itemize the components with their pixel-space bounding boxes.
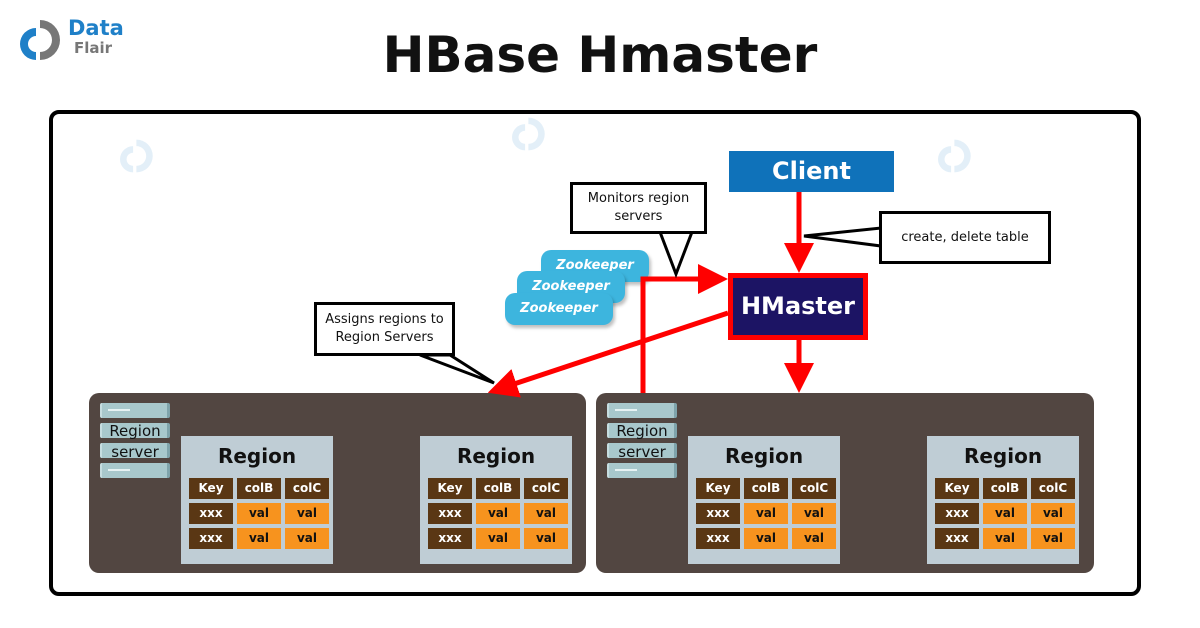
watermark-icon <box>938 139 971 173</box>
table-header-cell: Key <box>935 478 979 499</box>
table-header-cell: Key <box>696 478 740 499</box>
table-value-cell: val <box>792 528 836 549</box>
table-value-cell: val <box>792 503 836 524</box>
watermark-icon <box>512 117 545 151</box>
table-header-cell: Key <box>428 478 472 499</box>
server-rack-icon <box>100 403 170 478</box>
table-value-cell: val <box>285 528 329 549</box>
table-value-cell: val <box>744 503 788 524</box>
table-value-cell: val <box>237 503 281 524</box>
table-value-cell: val <box>1031 528 1075 549</box>
dataflair-logo: Data Flair <box>20 14 130 66</box>
server-rack-icon <box>607 403 677 478</box>
table-value-cell: val <box>983 528 1027 549</box>
table-value-cell: val <box>476 503 520 524</box>
region-box: Region Key colB colC xxx val val xxx val… <box>420 436 572 564</box>
table-value-cell: val <box>524 503 568 524</box>
table-key-cell: xxx <box>935 503 979 524</box>
table-header-cell: colC <box>524 478 568 499</box>
logo-text-flair: Flair <box>74 39 113 57</box>
region-server-2-rack: Region server <box>607 403 677 483</box>
table-key-cell: xxx <box>696 503 740 524</box>
region-server-label-line1: Region <box>109 422 161 440</box>
logo-text-data: Data <box>68 16 124 40</box>
table-key-cell: xxx <box>189 528 233 549</box>
region-server-1-rack: Region server <box>100 403 170 483</box>
table-header-cell: colB <box>476 478 520 499</box>
region-table: Key colB colC xxx val val xxx val val <box>935 478 1079 549</box>
table-header-cell: colC <box>1031 478 1075 499</box>
hmaster-node: HMaster <box>728 273 868 340</box>
table-key-cell: xxx <box>428 503 472 524</box>
callout-assigns-text: Assigns regions to Region Servers <box>325 312 444 345</box>
dataflair-logo-icon <box>20 20 60 60</box>
table-key-cell: xxx <box>428 528 472 549</box>
watermark-logo <box>512 112 548 160</box>
table-header-cell: colB <box>744 478 788 499</box>
callout-monitors-text: Monitors region servers <box>587 191 690 224</box>
region-box: Region Key colB colC xxx val val xxx val… <box>181 436 333 564</box>
table-header-cell: colC <box>792 478 836 499</box>
watermark-logo <box>938 134 974 182</box>
table-header-cell: colB <box>983 478 1027 499</box>
table-value-cell: val <box>237 528 281 549</box>
table-header-cell: colB <box>237 478 281 499</box>
client-node: Client <box>729 151 894 192</box>
table-value-cell: val <box>285 503 329 524</box>
region-server-label-line1: Region <box>616 422 668 440</box>
table-value-cell: val <box>476 528 520 549</box>
region-table: Key colB colC xxx val val xxx val val <box>696 478 840 549</box>
region-box: Region Key colB colC xxx val val xxx val… <box>927 436 1079 564</box>
callout-create-delete-text: create, delete table <box>901 229 1029 245</box>
table-header-cell: Key <box>189 478 233 499</box>
region-server-label-line2: server <box>618 443 666 461</box>
diagram-frame <box>49 110 1141 596</box>
region-title: Region <box>456 444 536 468</box>
region-table: Key colB colC xxx val val xxx val val <box>189 478 333 549</box>
region-table: Key colB colC xxx val val xxx val val <box>428 478 572 549</box>
table-value-cell: val <box>1031 503 1075 524</box>
region-box: Region Key colB colC xxx val val xxx val… <box>688 436 840 564</box>
callout-create-delete: create, delete table <box>879 211 1051 264</box>
watermark-icon <box>120 139 153 173</box>
table-key-cell: xxx <box>935 528 979 549</box>
table-value-cell: val <box>983 503 1027 524</box>
page-title: HBase Hmaster <box>382 26 818 84</box>
region-title: Region <box>963 444 1043 468</box>
callout-assigns: Assigns regions to Region Servers <box>314 302 455 356</box>
region-title: Region <box>724 444 804 468</box>
table-key-cell: xxx <box>189 503 233 524</box>
table-key-cell: xxx <box>696 528 740 549</box>
table-value-cell: val <box>524 528 568 549</box>
table-value-cell: val <box>744 528 788 549</box>
table-header-cell: colC <box>285 478 329 499</box>
watermark-logo <box>120 134 156 182</box>
callout-monitors: Monitors region servers <box>570 182 707 234</box>
region-server-label-line2: server <box>111 443 159 461</box>
region-title: Region <box>217 444 297 468</box>
zookeeper-node: Zookeeper <box>505 293 613 325</box>
